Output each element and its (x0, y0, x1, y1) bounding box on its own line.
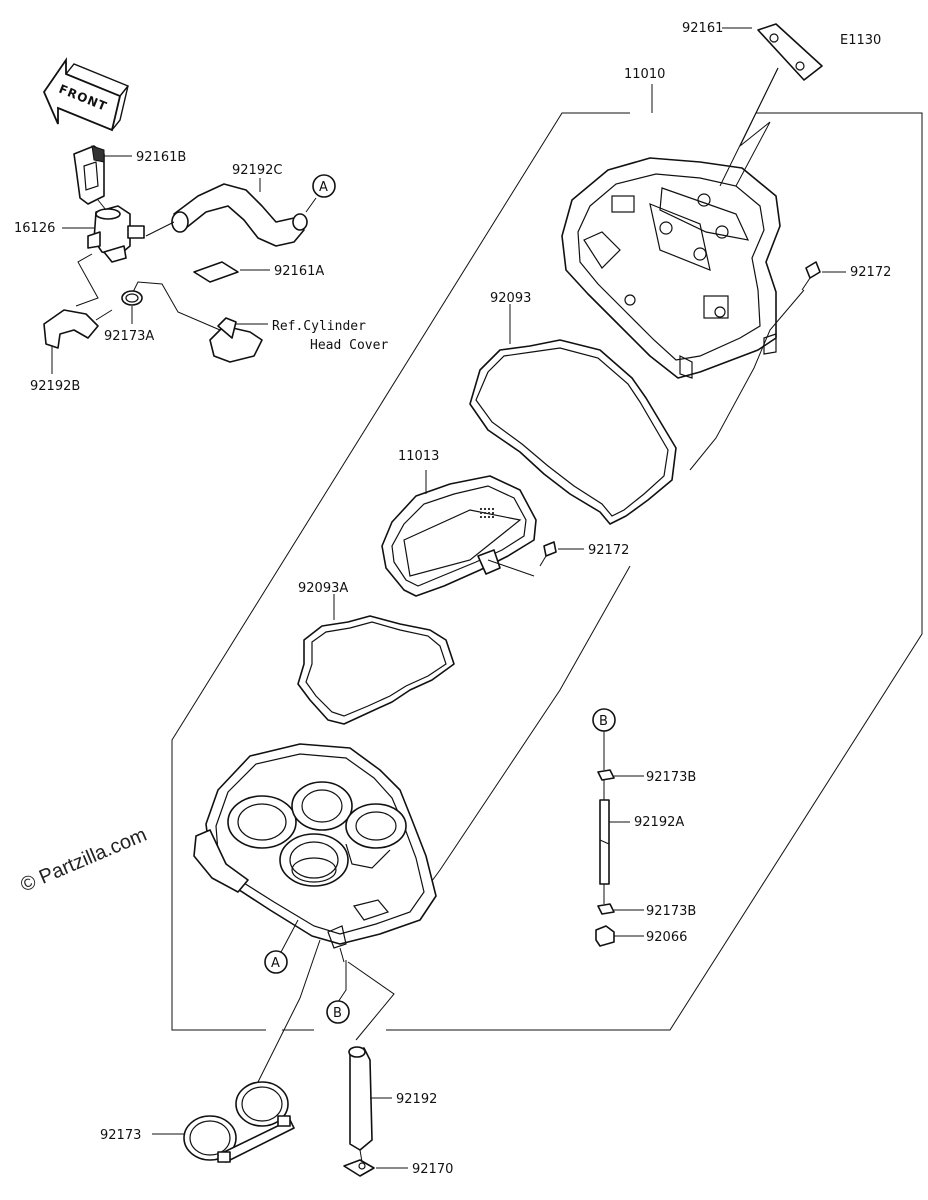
label-92066: 92066 (646, 930, 687, 945)
label-92172-mid: 92172 (588, 543, 629, 558)
label-92173b-top: 92173B (646, 770, 696, 785)
hose-92192a (599, 780, 630, 904)
label-92172-top: 92172 (850, 265, 891, 280)
label-92192c: 92192C (232, 163, 282, 178)
holder-92161b (73, 145, 132, 211)
front-arrow-icon: FRONT (42, 57, 130, 132)
label-92173a: 92173A (104, 329, 154, 344)
callout-a-lower-letter: A (271, 956, 280, 971)
clip-92170 (343, 1149, 408, 1177)
clamp-92173 (152, 939, 321, 1163)
clamp-92173a (121, 290, 143, 324)
label-11013: 11013 (398, 449, 439, 464)
label-92173b-bottom: 92173B (646, 904, 696, 919)
label-92161: 92161 (682, 21, 723, 36)
label-92093a: 92093A (298, 581, 348, 596)
label-92161a: 92161A (274, 264, 324, 279)
air-filter-element-11013 (381, 470, 537, 597)
callout-a-lower: A (264, 919, 299, 974)
valve-16126 (62, 205, 145, 263)
air-cleaner-lower-case (193, 743, 437, 963)
label-92170: 92170 (412, 1162, 453, 1177)
label-11010: 11010 (624, 67, 665, 82)
ref-cylinder-line1: Ref.Cylinder (272, 319, 366, 334)
label-16126: 16126 (14, 221, 55, 236)
callout-b-upper: B (592, 708, 616, 770)
label-92161b: 92161B (136, 150, 186, 165)
callout-a-upper-letter: A (319, 180, 328, 195)
cylinder-head-cover-ref (131, 281, 268, 363)
clamp-92173b-bottom (597, 903, 644, 915)
cap-92066 (595, 925, 644, 947)
diagram-code: E1130 (840, 33, 881, 48)
gasket-92093 (469, 304, 677, 525)
gasket-92093a (297, 594, 455, 725)
ref-cylinder-line2: Head Cover (310, 338, 388, 353)
callout-b-upper-letter: B (599, 714, 608, 729)
label-92192a: 92192A (634, 815, 684, 830)
air-cleaner-upper-cover (561, 157, 781, 379)
label-92173: 92173 (100, 1128, 141, 1143)
part-92161 (719, 23, 823, 187)
callout-a-upper: A (305, 174, 336, 213)
gasket-92161a (193, 261, 270, 283)
callout-b-lower-letter: B (333, 1006, 342, 1021)
hose-92192c (145, 178, 308, 247)
screw-92172-top (689, 261, 846, 471)
hose-92192b (43, 253, 113, 374)
callout-b-lower: B (326, 960, 395, 1041)
clamp-92173b-top (597, 769, 644, 781)
label-92192: 92192 (396, 1092, 437, 1107)
assembly-boundary (171, 84, 923, 1031)
label-92093: 92093 (490, 291, 531, 306)
hose-92192 (348, 1046, 392, 1151)
label-92192b: 92192B (30, 379, 80, 394)
partzilla-watermark: © Partzilla.com (17, 824, 150, 897)
